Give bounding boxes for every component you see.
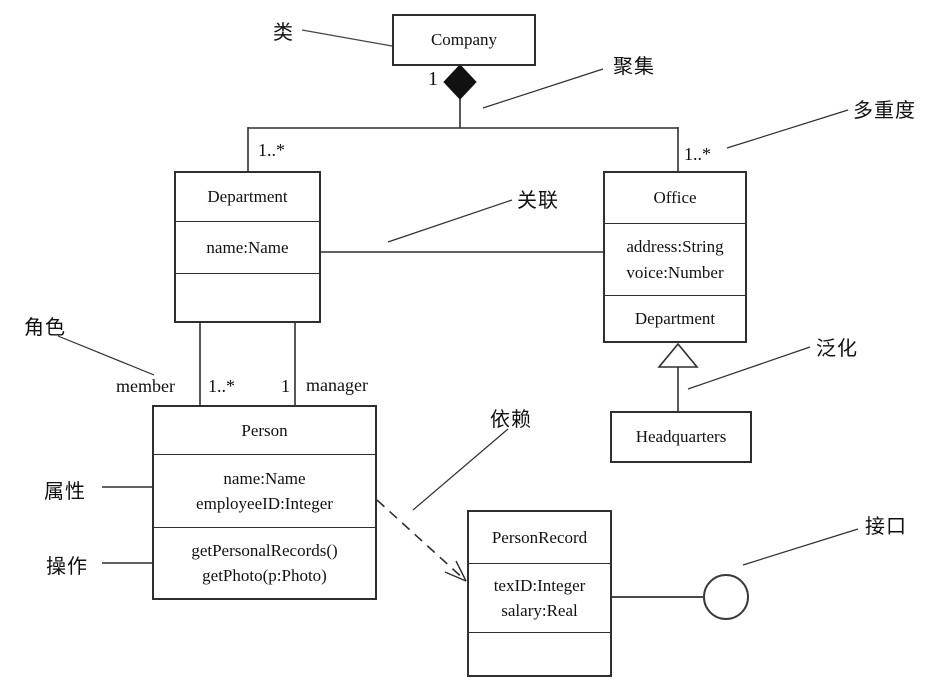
class-title-department: Department [176, 173, 319, 221]
attribute-text: name:Name [206, 237, 289, 257]
class-callout-line [301, 29, 393, 47]
class-box-company: Company [392, 14, 536, 66]
callout-label-association: 关联 [517, 190, 559, 212]
attribute-text: voice:Number [626, 262, 724, 282]
operation-text: getPersonalRecords() [191, 540, 338, 560]
aggregation-callout-line [482, 68, 604, 109]
attribute-text: name:Name [223, 468, 306, 488]
office-attributes-compartment: address:String voice:Number [605, 223, 745, 295]
class-box-headquarters: Headquarters [610, 411, 752, 463]
office-third-compartment: Department [605, 295, 745, 341]
attribute-text: address:String [626, 237, 724, 256]
generalization-callout-line [687, 346, 811, 390]
class-box-person: Person name:Name employeeID:Integer getP… [152, 405, 377, 600]
multiplicity-office: 1..* [684, 144, 711, 164]
dependency-arrow-barb-lower [444, 571, 467, 582]
class-title-text: Office [653, 188, 697, 208]
compartment-text: Department [634, 308, 716, 328]
interface-callout-line [742, 528, 859, 566]
person-record-attributes-compartment: texID:Integer salary:Real [469, 563, 610, 632]
class-title-text: Department [207, 187, 288, 207]
callout-label-attribute: 属性 [44, 481, 86, 503]
multiplicity-member: 1..* [208, 376, 235, 396]
operation-text: getPhoto(p:Photo) [202, 566, 327, 585]
callout-label-interface: 接口 [865, 516, 907, 538]
association-callout-line [387, 199, 513, 243]
person-record-operations-compartment [469, 632, 610, 675]
department-attributes-compartment: name:Name [176, 221, 319, 273]
class-title-office: Office [605, 173, 745, 223]
department-operations-compartment [176, 273, 319, 321]
callout-label-role: 角色 [24, 317, 66, 339]
class-title-person: Person [154, 407, 375, 454]
multiplicity-manager: 1 [281, 376, 290, 396]
generalization-triangle [657, 342, 699, 368]
class-title-text: PersonRecord [491, 527, 588, 547]
class-title-text: Headquarters [635, 427, 727, 447]
attribute-text: employeeID:Integer [196, 494, 333, 513]
class-box-person-record: PersonRecord texID:Integer salary:Real [467, 510, 612, 677]
callout-label-dependency: 依赖 [490, 409, 532, 431]
callout-label-generalization: 泛化 [816, 338, 858, 360]
dependency-arrow-barb-upper [455, 560, 467, 582]
person-operations-compartment: getPersonalRecords() getPhoto(p:Photo) [154, 527, 375, 598]
class-box-office: Office address:String voice:Number Depar… [603, 171, 747, 343]
callout-label-aggregation: 聚集 [613, 56, 655, 78]
person-attributes-compartment: name:Name employeeID:Integer [154, 454, 375, 527]
role-label-manager: manager [306, 375, 368, 395]
role-label-member: member [116, 376, 175, 396]
class-title-text: Company [430, 30, 498, 50]
aggregation-diamond [443, 64, 477, 100]
callout-label-class: 类 [273, 22, 294, 44]
attribute-text: texID:Integer [493, 575, 586, 595]
callout-label-multiplicity: 多重度 [853, 100, 916, 122]
dependency-dashed-line [376, 499, 467, 582]
interface-circle [703, 574, 749, 620]
class-title-person-record: PersonRecord [469, 512, 610, 563]
class-title-headquarters: Headquarters [612, 413, 750, 461]
multiplicity-company: 1 [428, 68, 438, 90]
callout-label-operation: 操作 [46, 556, 88, 578]
multiplicity-callout-line [726, 109, 849, 149]
attribute-text: salary:Real [501, 601, 578, 620]
role-callout-line [57, 335, 155, 376]
class-title-text: Person [241, 420, 288, 440]
dependency-callout-line [412, 428, 509, 511]
class-box-department: Department name:Name [174, 171, 321, 323]
class-title-company: Company [394, 16, 534, 64]
multiplicity-department: 1..* [258, 140, 285, 160]
